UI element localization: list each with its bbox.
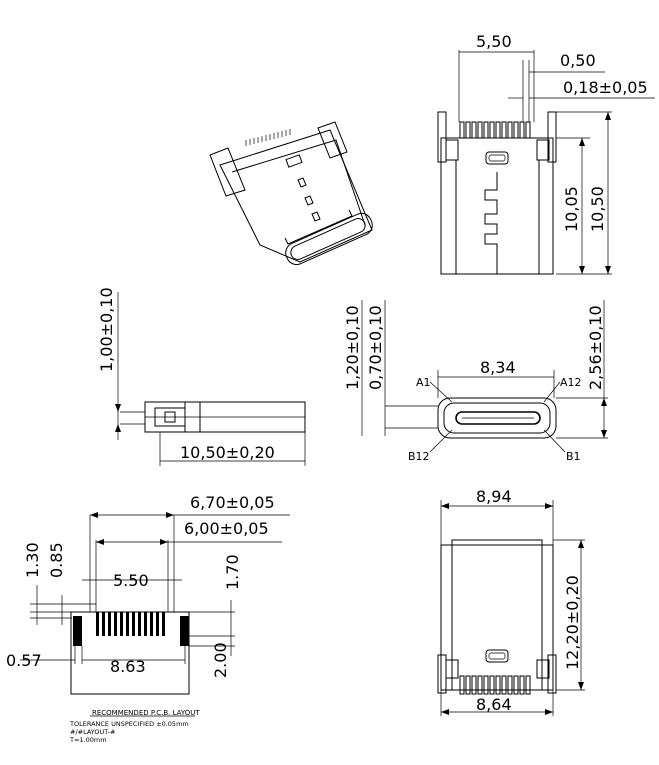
pin-label-b12: B12 bbox=[408, 450, 430, 463]
pcb-outer-width-label: 6,70±0,05 bbox=[190, 493, 275, 512]
pcb-dim-170: 1.70 bbox=[223, 554, 242, 590]
pcb-dim-863: 8.63 bbox=[110, 657, 146, 676]
front-view-width-label: 8,34 bbox=[480, 358, 516, 377]
front-view-height2-label: 0,70±0,10 bbox=[366, 305, 385, 390]
bottom-view-pins bbox=[459, 675, 531, 695]
top-view-width-label: 5,50 bbox=[476, 32, 512, 51]
pcb-inner-width-label: 6,00±0,05 bbox=[184, 519, 269, 538]
side-view: 1,00±0,10 10,50±0,20 bbox=[97, 287, 306, 466]
bottom-view: 8,94 8,64 12,20±0,20 bbox=[437, 487, 585, 716]
side-view-thickness-label: 1,00±0,10 bbox=[97, 287, 116, 372]
top-view-pin-width-label: 0,18±0,05 bbox=[563, 78, 648, 97]
isometric-view bbox=[209, 121, 373, 266]
pcb-dim-550: 5.50 bbox=[113, 571, 149, 590]
pin-label-a12: A12 bbox=[560, 376, 582, 389]
pcb-dim-057: 0.57 bbox=[6, 651, 42, 670]
pin-label-b1: B1 bbox=[566, 450, 581, 463]
pcb-dim-085: 0.85 bbox=[47, 542, 66, 578]
pcb-note-tolerance: TOLERANCE UNSPECIFIED ±0.05mm bbox=[69, 720, 189, 728]
top-view-overall-height-label: 10,50 bbox=[588, 186, 607, 232]
pcb-note-line3: #/#LAYOUT-# bbox=[70, 728, 115, 736]
side-view-length-label: 10,50±0,20 bbox=[180, 443, 275, 462]
pcb-note-title: RECOMMENDED P.C.B. LAYOUT bbox=[92, 709, 200, 717]
front-view: 1,20±0,10 0,70±0,10 2,56±0,10 8,34 A1 A1… bbox=[343, 300, 608, 463]
pin-label-a1: A1 bbox=[416, 376, 431, 389]
top-view-height-label: 10,05 bbox=[562, 186, 581, 232]
pcb-dim-130: 1.30 bbox=[23, 542, 42, 578]
front-view-overall-height-label: 2,56±0,10 bbox=[586, 305, 605, 390]
top-view-pitch-label: 0,50 bbox=[560, 51, 596, 70]
pcb-pads bbox=[73, 612, 189, 646]
front-view-height1-label: 1,20±0,10 bbox=[343, 305, 362, 390]
pcb-note-line4: T=1.00mm bbox=[69, 736, 107, 744]
bottom-view-width-bottom-label: 8,64 bbox=[476, 695, 512, 714]
bottom-view-width-top-label: 8,94 bbox=[476, 487, 512, 506]
pcb-dim-200: 2.00 bbox=[211, 642, 230, 678]
top-view-pins bbox=[459, 121, 531, 139]
pcb-layout: 6,70±0,05 6,00±0,05 1.30 0.85 5.50 1.70 … bbox=[6, 493, 290, 744]
top-view: 5,50 0,50 0,18±0,05 10,05 10,50 bbox=[437, 32, 655, 275]
bottom-view-height-label: 12,20±0,20 bbox=[563, 575, 582, 670]
